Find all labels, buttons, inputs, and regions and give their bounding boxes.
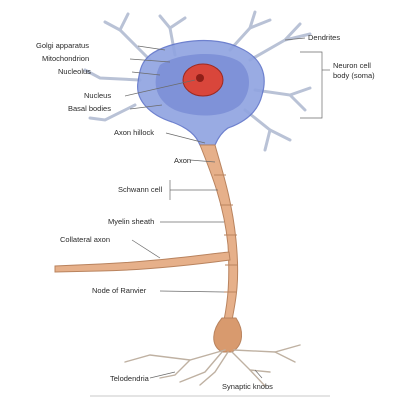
label-nucleolus: Nucleolus (58, 67, 91, 76)
telodendria-group (125, 345, 300, 386)
axon-shape (200, 145, 238, 320)
label-dendrites: Dendrites (308, 33, 340, 42)
label-myelin-sheath: Myelin sheath (108, 217, 154, 226)
label-node-of-ranvier: Node of Ranvier (92, 286, 147, 295)
axon-terminal-bulb (214, 318, 242, 352)
label-mitochondrion: Mitochondrion (42, 54, 89, 63)
label-neuron-cell-body: Neuron cell (333, 61, 371, 70)
collateral-axon-shape (55, 252, 230, 272)
label-golgi-apparatus: Golgi apparatus (36, 41, 89, 50)
label-axon-hillock: Axon hillock (114, 128, 154, 137)
label-schwann-cell: Schwann cell (118, 185, 163, 194)
nucleolus-dot (196, 74, 204, 82)
label-collateral-axon: Collateral axon (60, 235, 110, 244)
label-nucleus: Nucleus (84, 91, 111, 100)
label-telodendria: Telodendria (110, 374, 150, 383)
label-synaptic-knobs: Synaptic knobs (222, 382, 273, 391)
label-axon: Axon (174, 156, 191, 165)
label-basal-bodies: Basal bodies (68, 104, 111, 113)
label-neuron-cell-body-line2: body (soma) (333, 71, 375, 80)
